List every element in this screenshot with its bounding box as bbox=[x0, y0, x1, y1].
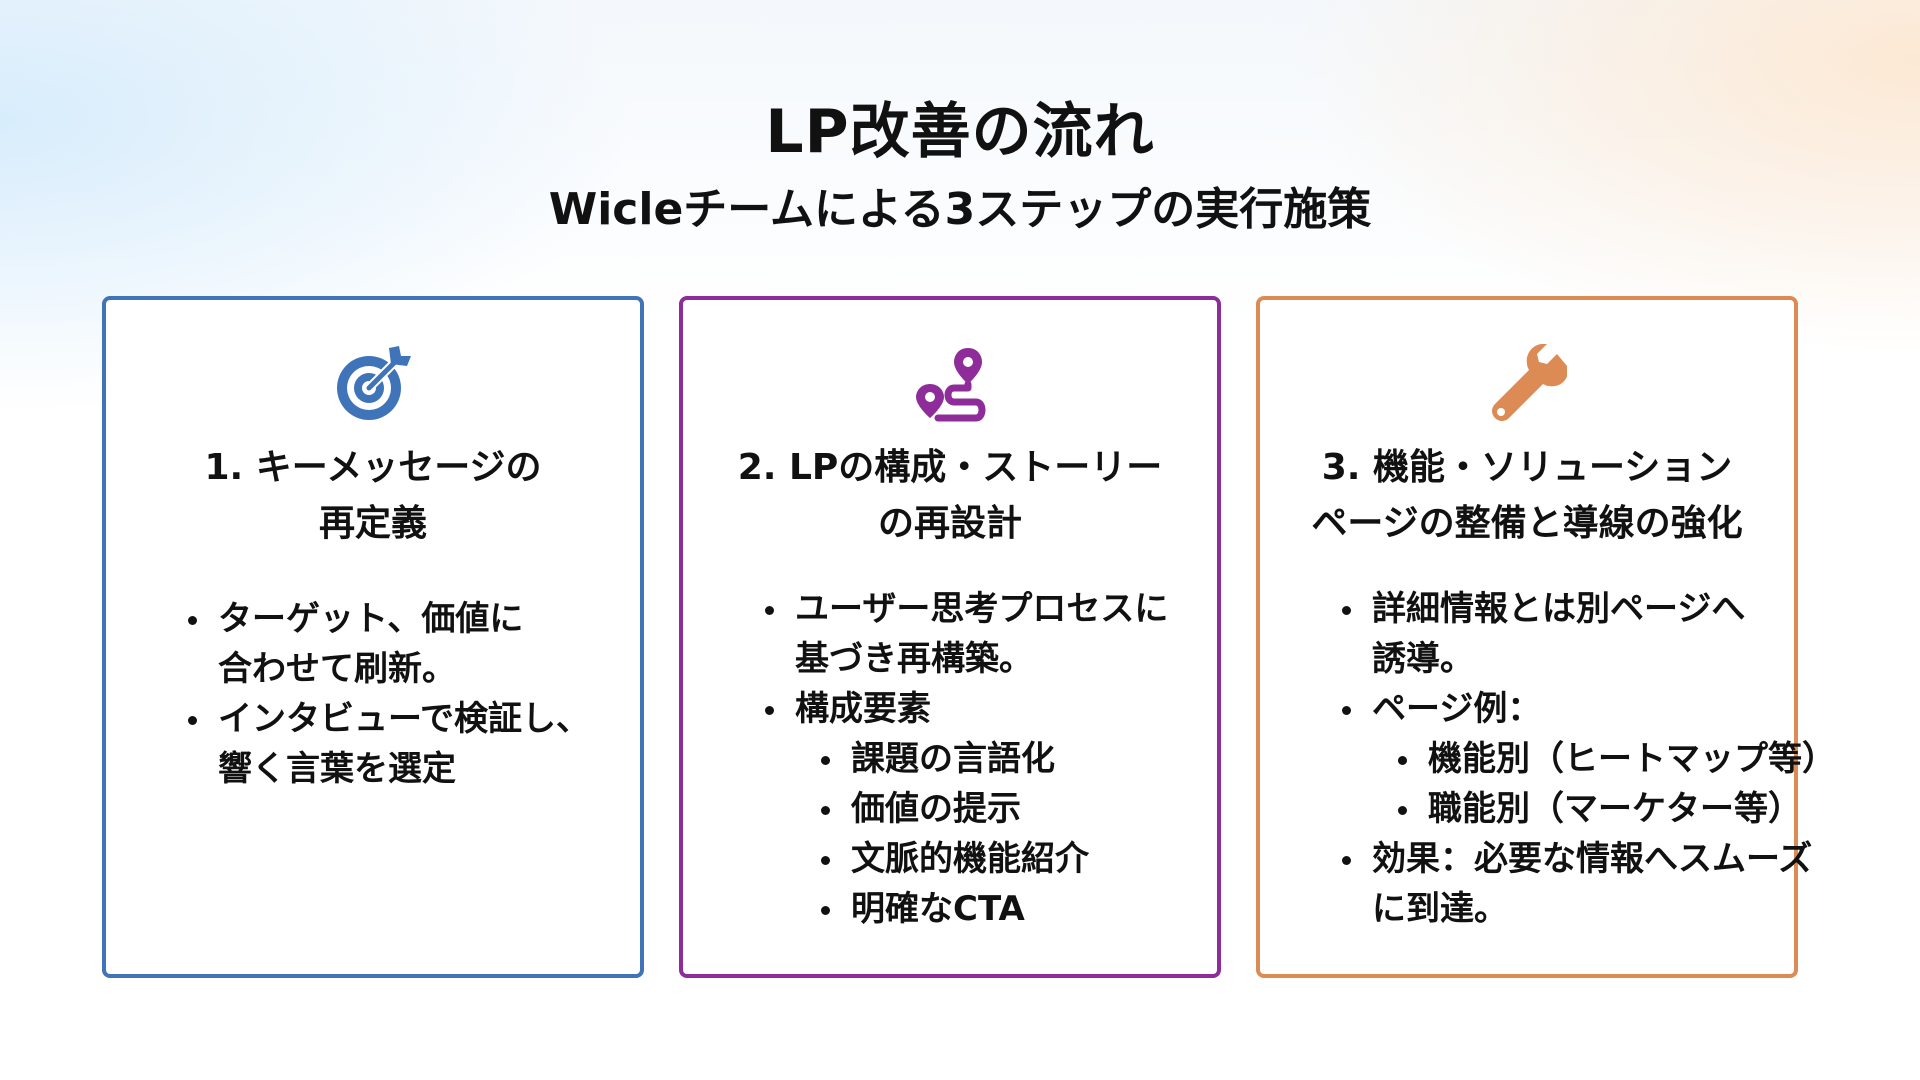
sub-bullet-item: 職能別（マーケター等） bbox=[1394, 784, 1802, 834]
wrench-icon bbox=[1492, 344, 1567, 421]
step-card-3: 3. 機能・ソリューション ページの整備と導線の強化 詳細情報とは別ページへ 誘… bbox=[1256, 296, 1836, 978]
bullet-text: 文脈的機能紹介 bbox=[851, 839, 1089, 879]
bullet-text: ターゲット、価値に bbox=[218, 599, 524, 639]
bullet-text: インタビューで検証し、 bbox=[218, 699, 590, 739]
slide-subtitle: Wicleチームによる3ステップの実行施策 bbox=[548, 184, 1372, 235]
sub-bullet-item: 明確なCTA bbox=[817, 884, 1209, 934]
bullet-text: ページ例： bbox=[1372, 689, 1542, 729]
sub-bullet-item: 機能別（ヒートマップ等） bbox=[1394, 734, 1836, 784]
bullet-text: 価値の提示 bbox=[851, 789, 1021, 829]
route-icon bbox=[916, 348, 986, 422]
step-title: 3. 機能・ソリューション ページの整備と導線の強化 bbox=[1260, 440, 1794, 552]
slide-header: LP改善の流れ Wicleチームによる3ステップの実行施策 bbox=[0, 92, 1920, 240]
bullet-item: ターゲット、価値に 合わせて刷新。 bbox=[184, 594, 632, 694]
step-title-line: 再定義 bbox=[318, 503, 427, 544]
bullet-text: 効果：必要な情報へスムーズ bbox=[1372, 839, 1813, 879]
step-card-2: 2. LPの構成・ストーリー の再設計 ユーザー思考プロセスに 基づき再構築。 … bbox=[679, 296, 1221, 978]
target-icon bbox=[337, 346, 411, 420]
bullet-text: 合わせて刷新。 bbox=[218, 649, 456, 689]
bullet-item: ユーザー思考プロセスに 基づき再構築。 bbox=[761, 584, 1209, 684]
bullet-text: 基づき再構築。 bbox=[795, 639, 1033, 679]
step-title-line: ページの整備と導線の強化 bbox=[1311, 503, 1743, 544]
bullet-item: 詳細情報とは別ページへ 誘導。 bbox=[1338, 584, 1786, 684]
step-title-line: 3. 機能・ソリューション bbox=[1321, 447, 1733, 488]
bullet-text: に到達。 bbox=[1372, 889, 1508, 929]
step-title-line: 1. キーメッセージの bbox=[204, 447, 542, 488]
step-title-line: の再設計 bbox=[877, 503, 1022, 544]
bullet-text: 構成要素 bbox=[795, 689, 931, 729]
bullet-item: インタビューで検証し、 響く言葉を選定 bbox=[184, 694, 632, 794]
bullet-text: 機能別（ヒートマップ等） bbox=[1428, 739, 1836, 779]
bullet-text: 明確なCTA bbox=[851, 889, 1025, 929]
step-title: 1. キーメッセージの 再定義 bbox=[106, 440, 640, 552]
bullet-text: ユーザー思考プロセスに bbox=[795, 589, 1169, 629]
bullet-item: 効果：必要な情報へスムーズ に到達。 bbox=[1338, 834, 1813, 934]
bullet-text: 職能別（マーケター等） bbox=[1428, 789, 1802, 829]
bullet-text: 詳細情報とは別ページへ bbox=[1372, 589, 1746, 629]
sub-bullet-item: 価値の提示 bbox=[817, 784, 1209, 834]
bullet-list: ターゲット、価値に 合わせて刷新。 インタビューで検証し、 響く言葉を選定 bbox=[184, 594, 632, 794]
sub-bullet-item: 課題の言語化 bbox=[817, 734, 1209, 784]
slide-title: LP改善の流れ bbox=[765, 97, 1155, 167]
bullet-text: 響く言葉を選定 bbox=[218, 749, 456, 789]
bullet-list: ユーザー思考プロセスに 基づき再構築。 構成要素 課題の言語化 価値の提示 文脈… bbox=[761, 584, 1209, 934]
bullet-list: 詳細情報とは別ページへ 誘導。 ページ例： 機能別（ヒートマップ等） 職能別（マ… bbox=[1338, 584, 1836, 934]
bullet-item: 構成要素 bbox=[761, 684, 1209, 734]
step-card-1: 1. キーメッセージの 再定義 ターゲット、価値に 合わせて刷新。 インタビュー… bbox=[102, 296, 644, 978]
bullet-text: 課題の言語化 bbox=[851, 739, 1055, 779]
bullet-text: 誘導。 bbox=[1372, 639, 1474, 679]
step-title-line: 2. LPの構成・ストーリー bbox=[737, 447, 1163, 488]
bullet-item: ページ例： bbox=[1338, 684, 1786, 734]
sub-bullet-item: 文脈的機能紹介 bbox=[817, 834, 1209, 884]
step-title: 2. LPの構成・ストーリー の再設計 bbox=[683, 440, 1217, 552]
